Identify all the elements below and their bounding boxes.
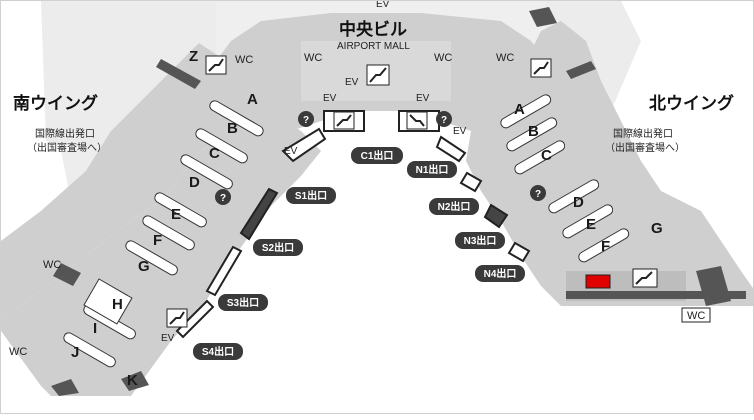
svg-text:WC: WC (304, 52, 322, 64)
svg-text:E: E (586, 216, 596, 233)
svg-text:S1出口: S1出口 (295, 189, 327, 202)
central-building-subtitle: AIRPORT MALL (337, 41, 410, 52)
info-icon-north-c[interactable]: ? (530, 185, 546, 201)
ev-labels: EV EV EV EV EV EV (161, 77, 467, 344)
svg-text:N2出口: N2出口 (438, 200, 471, 213)
svg-text:F: F (153, 232, 162, 249)
south-wing-sub1: 国際線出発口 (35, 127, 95, 140)
north-wing-sub2: （出国審査場へ） (605, 141, 685, 154)
north-wing-sub1: 国際線出発口 (613, 127, 673, 140)
escalator-icon-north-lower (632, 268, 658, 288)
south-wing-title: 南ウイング (13, 93, 98, 113)
svg-text:N1出口: N1出口 (416, 163, 449, 176)
structural-edges (51, 7, 746, 396)
info-icon-south-d[interactable]: ? (215, 189, 231, 205)
svg-text:K: K (127, 372, 138, 389)
svg-text:WC: WC (9, 346, 27, 358)
svg-text:EV: EV (284, 146, 298, 157)
escalator-icon-north-top (530, 58, 552, 78)
north-counter-letters: A B C D E F G (514, 101, 663, 255)
escalator-icon-central (366, 64, 390, 86)
south-wing-sub2: （出国審査場へ） (27, 141, 107, 154)
svg-text:C1出口: C1出口 (361, 149, 394, 162)
info-icon-south-c1[interactable]: ? (298, 111, 314, 127)
svg-text:WC: WC (43, 259, 61, 271)
highlight-location[interactable] (585, 274, 611, 289)
gate-s2[interactable]: S2出口 (253, 239, 303, 256)
svg-text:C: C (209, 145, 220, 162)
svg-text:H: H (112, 296, 123, 313)
svg-text:G: G (651, 220, 663, 237)
svg-text:WC: WC (496, 52, 514, 64)
svg-text:?: ? (303, 115, 309, 126)
svg-text:EV: EV (161, 333, 175, 344)
escalator-icon-south-c1 (333, 111, 355, 130)
gate-structures (175, 127, 531, 339)
wc-labels: WC WC WC WC WC WC WC (9, 52, 711, 358)
gate-n4[interactable]: N4出口 (475, 265, 525, 282)
svg-text:WC: WC (687, 310, 705, 322)
svg-text:F: F (601, 238, 610, 255)
svg-text:B: B (528, 123, 539, 140)
ev-label-top: EV (376, 1, 390, 10)
north-wing-title: 北ウイング (649, 93, 734, 113)
svg-text:D: D (573, 194, 584, 211)
svg-text:I: I (93, 320, 97, 337)
svg-text:EV: EV (345, 77, 359, 88)
gate-s3[interactable]: S3出口 (218, 294, 268, 311)
svg-text:D: D (189, 174, 200, 191)
svg-text:EV: EV (323, 93, 337, 104)
gate-c1[interactable]: C1出口 (351, 147, 403, 164)
svg-text:S4出口: S4出口 (202, 345, 234, 358)
svg-text:S3出口: S3出口 (227, 296, 259, 309)
gate-s4[interactable]: S4出口 (193, 343, 243, 360)
svg-text:S2出口: S2出口 (262, 241, 294, 254)
svg-text:WC: WC (235, 54, 253, 66)
south-counter-letters: A B C D E F G H I J K Z (71, 48, 258, 389)
escalator-icon-north-c1 (406, 111, 428, 130)
south-wing-floor-main (1, 101, 321, 396)
svg-text:EV: EV (416, 93, 430, 104)
svg-text:?: ? (441, 115, 447, 126)
svg-text:G: G (138, 258, 150, 275)
svg-text:N4出口: N4出口 (484, 267, 517, 280)
svg-text:B: B (227, 120, 238, 137)
svg-text:?: ? (220, 193, 226, 204)
south-counter-bars (63, 100, 264, 368)
svg-text:E: E (171, 206, 181, 223)
escalator-icon-south-top (205, 55, 227, 75)
svg-text:Z: Z (189, 48, 198, 65)
svg-text:J: J (71, 344, 79, 361)
south-wing-lower (1, 131, 111, 261)
svg-text:WC: WC (434, 52, 452, 64)
north-wing-floor (466, 21, 754, 306)
info-icon-north-c1[interactable]: ? (436, 111, 452, 127)
svg-text:A: A (247, 91, 258, 108)
central-building-title: 中央ビル (339, 19, 407, 39)
gate-n2[interactable]: N2出口 (429, 198, 479, 215)
escalator-icon-s4 (166, 308, 188, 328)
gate-n1[interactable]: N1出口 (407, 161, 457, 178)
svg-text:N3出口: N3出口 (464, 234, 497, 247)
svg-text:C: C (541, 147, 552, 164)
svg-text:?: ? (535, 189, 541, 200)
svg-text:A: A (514, 101, 525, 118)
south-wing-floor (1, 43, 259, 321)
gate-n3[interactable]: N3出口 (455, 232, 505, 249)
svg-text:EV: EV (453, 126, 467, 137)
north-counter-bars (500, 94, 630, 263)
gate-s1[interactable]: S1出口 (286, 187, 336, 204)
